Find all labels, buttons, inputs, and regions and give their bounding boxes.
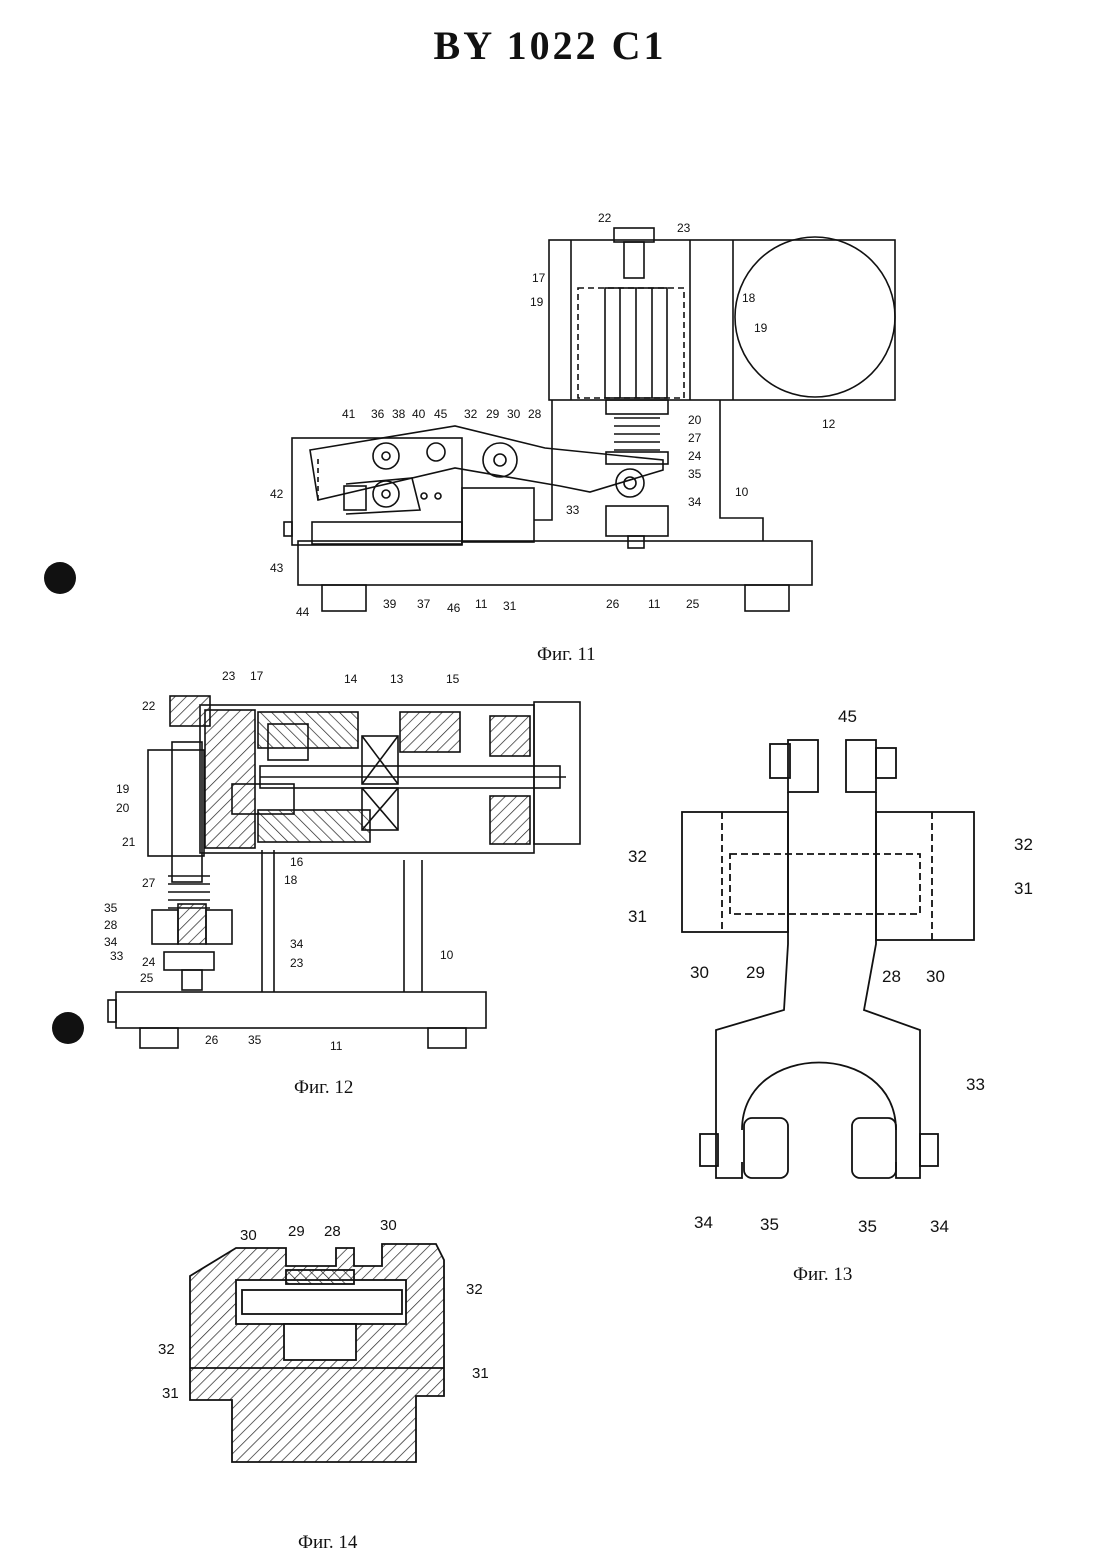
callout-31b: 31 bbox=[1014, 879, 1033, 898]
callout-33: 33 bbox=[110, 949, 124, 963]
callout-10: 10 bbox=[735, 485, 749, 499]
figure-12-caption: Фиг. 12 bbox=[294, 1077, 353, 1099]
callout-14: 14 bbox=[344, 672, 358, 686]
callout-33: 33 bbox=[566, 503, 580, 517]
callout-24: 24 bbox=[142, 955, 156, 969]
callout-45: 45 bbox=[434, 407, 448, 421]
figure-11-caption: Фиг. 11 bbox=[537, 644, 596, 666]
callout-10: 10 bbox=[440, 948, 454, 962]
callout-34: 34 bbox=[688, 495, 702, 509]
callout-29: 29 bbox=[746, 963, 765, 982]
callout-11: 11 bbox=[475, 597, 488, 611]
callout-30: 30 bbox=[690, 963, 709, 982]
callout-26: 26 bbox=[606, 597, 620, 611]
callout-35b: 35 bbox=[248, 1033, 262, 1047]
callout-35: 35 bbox=[760, 1215, 779, 1234]
callout-37: 37 bbox=[417, 597, 431, 611]
figure-13-labels: 45 32 32 31 31 30 29 30 28 33 34 35 35 3… bbox=[628, 707, 1033, 1236]
callout-32b: 32 bbox=[158, 1341, 175, 1358]
callout-27: 27 bbox=[688, 431, 702, 445]
callout-19b: 19 bbox=[754, 321, 768, 335]
callout-31: 31 bbox=[628, 907, 647, 926]
callout-27: 27 bbox=[142, 876, 156, 890]
callout-23: 23 bbox=[222, 669, 236, 683]
callout-30b: 30 bbox=[926, 967, 945, 986]
callout-30: 30 bbox=[240, 1227, 257, 1244]
callout-31: 31 bbox=[503, 599, 517, 613]
callout-39: 39 bbox=[383, 597, 397, 611]
callout-23: 23 bbox=[677, 221, 691, 235]
callout-28: 28 bbox=[882, 967, 901, 986]
callout-11: 11 bbox=[330, 1039, 343, 1053]
callout-18: 18 bbox=[742, 291, 756, 305]
binder-hole bbox=[44, 562, 76, 594]
figure-12 bbox=[108, 696, 580, 1048]
callout-41: 41 bbox=[342, 407, 356, 421]
callout-21: 21 bbox=[122, 835, 136, 849]
callout-25: 25 bbox=[686, 597, 700, 611]
callout-44: 44 bbox=[296, 605, 310, 619]
callout-12: 12 bbox=[822, 417, 836, 431]
callout-20: 20 bbox=[116, 801, 130, 815]
callout-28: 28 bbox=[528, 407, 542, 421]
callout-29: 29 bbox=[288, 1223, 305, 1240]
callout-42: 42 bbox=[270, 487, 284, 501]
figure-14 bbox=[190, 1244, 444, 1462]
figure-11-labels: 22 23 17 19 18 19 12 41 36 38 40 45 32 2… bbox=[270, 211, 836, 619]
figure-13 bbox=[682, 740, 974, 1178]
callout-13: 13 bbox=[390, 672, 404, 686]
callout-18: 18 bbox=[284, 873, 298, 887]
callout-29: 29 bbox=[486, 407, 500, 421]
callout-17: 17 bbox=[532, 271, 546, 285]
callout-17: 17 bbox=[250, 669, 264, 683]
callout-34: 34 bbox=[694, 1213, 713, 1232]
figure-14-caption: Фиг. 14 bbox=[298, 1532, 357, 1554]
callout-28: 28 bbox=[324, 1223, 341, 1240]
callout-45: 45 bbox=[838, 707, 857, 726]
figure-13-caption: Фиг. 13 bbox=[793, 1264, 852, 1286]
callout-34: 34 bbox=[104, 935, 118, 949]
callout-19: 19 bbox=[530, 295, 544, 309]
callout-36: 36 bbox=[371, 407, 385, 421]
callout-31b: 31 bbox=[162, 1385, 179, 1402]
callout-32: 32 bbox=[464, 407, 478, 421]
callout-28: 28 bbox=[104, 918, 118, 932]
callout-35b: 35 bbox=[858, 1217, 877, 1236]
callout-26: 26 bbox=[205, 1033, 219, 1047]
callout-34b: 34 bbox=[290, 937, 304, 951]
callout-32: 32 bbox=[466, 1281, 483, 1298]
callout-19: 19 bbox=[116, 782, 130, 796]
callout-22: 22 bbox=[142, 699, 156, 713]
callout-34b: 34 bbox=[930, 1217, 949, 1236]
callout-25: 25 bbox=[140, 971, 154, 985]
callout-23b: 23 bbox=[290, 956, 304, 970]
callout-20: 20 bbox=[688, 413, 702, 427]
callout-38: 38 bbox=[392, 407, 406, 421]
callout-35: 35 bbox=[104, 901, 118, 915]
binder-hole bbox=[52, 1012, 84, 1044]
callout-32b: 32 bbox=[1014, 835, 1033, 854]
callout-24: 24 bbox=[688, 449, 702, 463]
callout-46: 46 bbox=[447, 601, 461, 615]
callout-16: 16 bbox=[290, 855, 304, 869]
callout-33: 33 bbox=[966, 1075, 985, 1094]
callout-32: 32 bbox=[628, 847, 647, 866]
callout-15: 15 bbox=[446, 672, 460, 686]
callout-31: 31 bbox=[472, 1365, 489, 1382]
callout-30b: 30 bbox=[380, 1217, 397, 1234]
callout-11b: 11 bbox=[648, 597, 661, 611]
callout-30: 30 bbox=[507, 407, 521, 421]
callout-43: 43 bbox=[270, 561, 284, 575]
callout-40: 40 bbox=[412, 407, 426, 421]
callout-22: 22 bbox=[598, 211, 612, 225]
callout-35: 35 bbox=[688, 467, 702, 481]
